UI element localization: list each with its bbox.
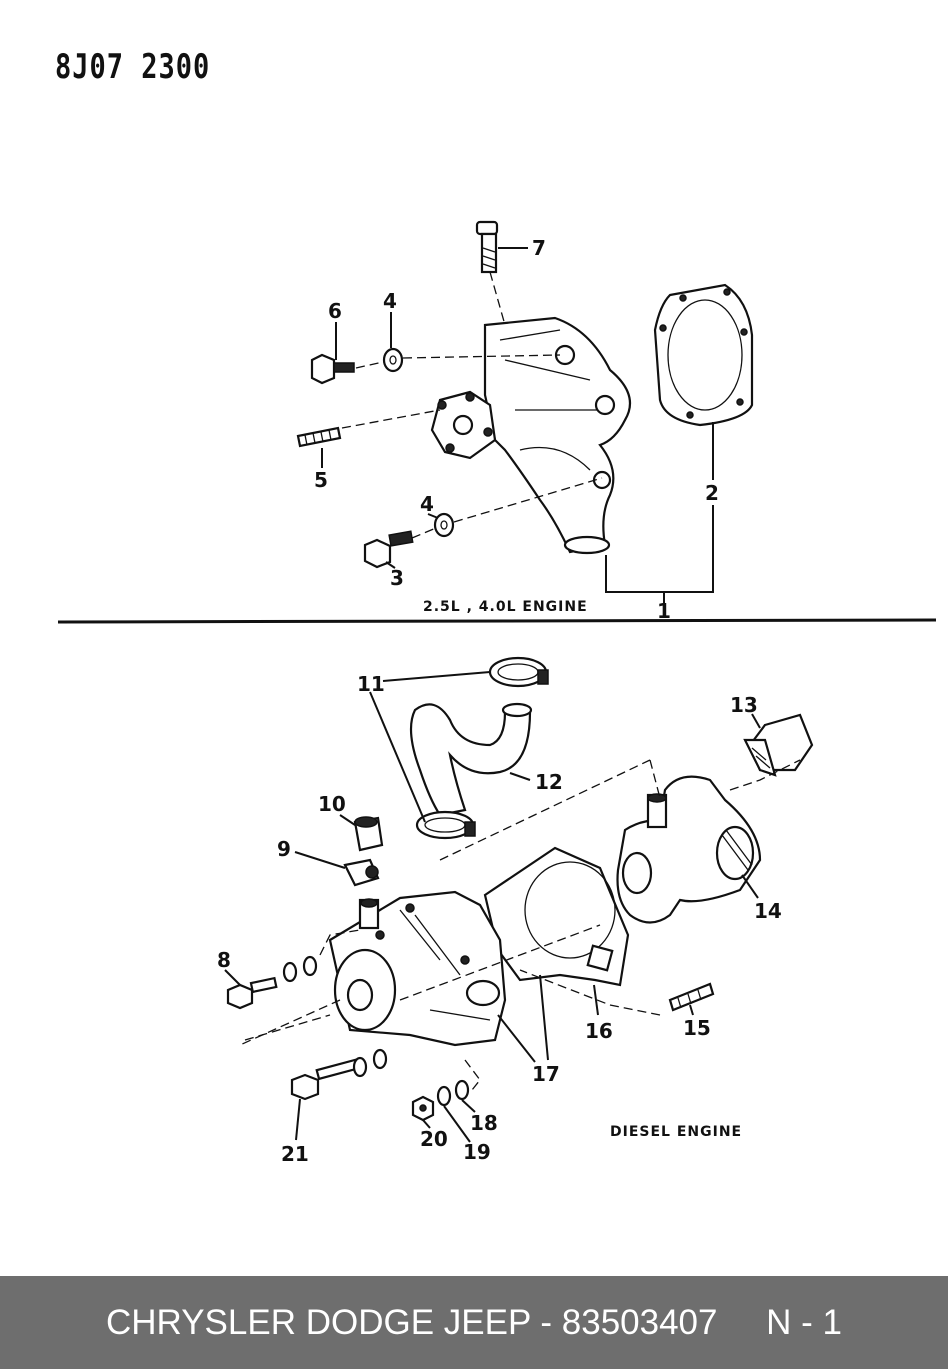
threaded-plug <box>743 713 814 777</box>
bolt-21 <box>290 1048 388 1101</box>
callout-7: 7 <box>532 236 546 260</box>
section-label-gasoline: 2.5L , 4.0L ENGINE <box>423 599 588 615</box>
callout-4-upper: 4 <box>383 289 397 313</box>
callout-16: 16 <box>585 1019 613 1043</box>
hose-clamp-lower <box>415 810 476 840</box>
callout-12: 12 <box>535 770 563 794</box>
callout-9: 9 <box>277 837 291 861</box>
callout-20: 20 <box>420 1127 448 1151</box>
callout-19: 19 <box>463 1140 491 1164</box>
water-pump-gasoline <box>430 316 632 555</box>
washer-18 <box>454 1079 470 1101</box>
callout-1: 1 <box>657 599 671 623</box>
callout-10: 10 <box>318 792 346 816</box>
washer-4-lower <box>433 512 455 538</box>
callout-3: 3 <box>390 566 404 590</box>
fitting-10 <box>353 816 384 852</box>
callout-6: 6 <box>328 299 342 323</box>
reference-code: 8J07 2300 <box>55 48 211 87</box>
parts-diagram: 7 6 4 5 4 3 2 1 2.5L , 4.0L ENGINE <box>57 220 937 1166</box>
bolt-8 <box>226 955 318 1010</box>
footer-page-number: N - 1 <box>766 1302 842 1342</box>
callout-4-lower: 4 <box>420 492 434 516</box>
washer-19 <box>436 1085 452 1107</box>
hose-clamp-upper <box>488 656 549 688</box>
section-divider <box>57 618 937 624</box>
water-pump-gasket <box>653 283 754 427</box>
callout-15: 15 <box>683 1016 711 1040</box>
callout-17: 17 <box>532 1062 560 1086</box>
footer-bar: CHRYSLER DODGE JEEP - 83503407 N - 1 <box>0 1276 948 1369</box>
callout-11: 11 <box>357 672 385 696</box>
callout-21: 21 <box>281 1142 309 1166</box>
bolt-7 <box>475 220 499 274</box>
section-label-diesel: DIESEL ENGINE <box>610 1124 742 1140</box>
bolt-6 <box>310 353 355 385</box>
stud-5 <box>296 426 342 448</box>
thermostat-housing <box>616 775 762 924</box>
callout-13: 13 <box>730 693 758 717</box>
nut-20 <box>411 1095 435 1122</box>
footer-brand-part-number: CHRYSLER DODGE JEEP - 83503407 <box>106 1302 718 1342</box>
callout-5: 5 <box>314 468 328 492</box>
washer-4-upper <box>382 347 404 373</box>
callout-18: 18 <box>470 1111 498 1135</box>
callout-2: 2 <box>705 481 719 505</box>
housing-gasket <box>483 846 630 987</box>
coolant-hose <box>409 702 533 817</box>
bolt-3 <box>363 530 414 569</box>
water-pump-diesel <box>328 890 507 1047</box>
fitting-9 <box>343 858 380 887</box>
stud-15 <box>668 982 715 1012</box>
callout-8: 8 <box>217 948 231 972</box>
callout-14: 14 <box>754 899 782 923</box>
